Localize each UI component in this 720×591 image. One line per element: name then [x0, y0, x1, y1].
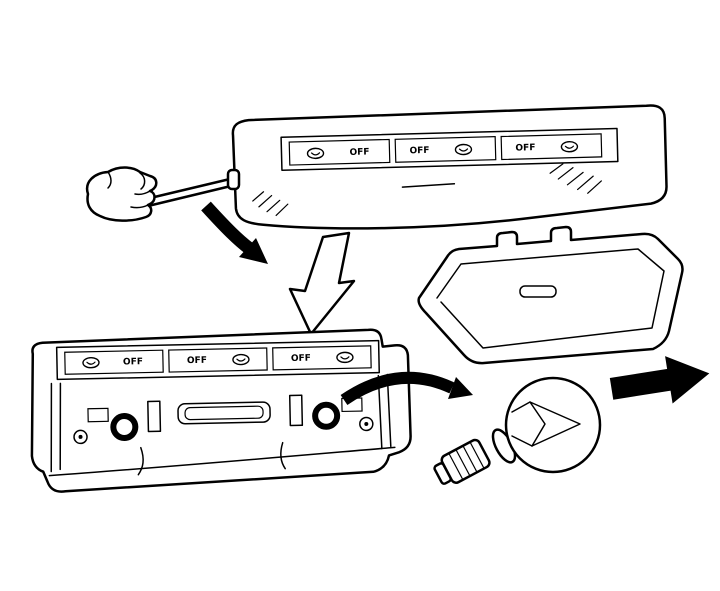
wedge-bulb — [433, 376, 602, 485]
center-opening-inner — [184, 405, 264, 421]
finger-lines — [107, 171, 151, 209]
switch-module-box — [168, 347, 268, 373]
pry-direction-arrow — [201, 201, 268, 264]
top-console: OFF OFF OFF — [231, 104, 668, 230]
reflector-line-left — [137, 446, 144, 476]
shading-hatches-right — [549, 163, 602, 194]
lens-cover — [417, 225, 684, 365]
switch-module-box — [272, 345, 372, 371]
screw-right — [359, 416, 374, 432]
lens-slot — [519, 285, 557, 298]
retainer-slot-right — [288, 394, 304, 427]
screwdriver-shaft — [144, 177, 233, 208]
bulb-filament — [511, 401, 581, 447]
bottom-switch-strip — [55, 339, 381, 381]
removal-arrow — [609, 356, 710, 404]
switch-label: OFF — [349, 147, 369, 158]
switch-module-box — [500, 133, 603, 161]
hand-with-screwdriver — [85, 166, 241, 222]
switch-module-box — [288, 138, 391, 166]
bottom-lip-line — [48, 446, 396, 477]
bulb-direction-arrow — [340, 371, 473, 405]
switch-module-box — [394, 136, 497, 163]
hand — [85, 166, 158, 222]
bulb-globe — [504, 376, 602, 474]
shading-hatches-left — [252, 191, 289, 217]
retainer-slot-left — [147, 400, 162, 433]
remove-panel-arrow — [288, 231, 356, 336]
lens-inner-contour — [436, 248, 665, 349]
switch-module: OFF — [64, 349, 164, 375]
bulb-socket-left — [110, 413, 139, 442]
switch-module: OFF — [168, 347, 268, 373]
bulb-socket-right — [312, 401, 341, 430]
center-opening — [177, 401, 271, 425]
switch-label: OFF — [515, 143, 535, 154]
switch-module-box — [64, 349, 164, 375]
panel-seam — [401, 183, 456, 188]
switch-label: OFF — [409, 146, 429, 157]
top-console-outline — [231, 104, 668, 230]
bottom-console-outline — [30, 328, 412, 493]
switch-label: OFF — [187, 356, 207, 366]
switch-label: OFF — [291, 354, 311, 364]
top-switch-strip — [280, 127, 619, 172]
switch-module: OFF — [272, 345, 372, 371]
bottom-console: OFF OFF OFF — [30, 328, 412, 493]
housing-details — [48, 373, 396, 477]
switch-module: OFF — [500, 133, 603, 161]
lens-outline — [417, 225, 684, 365]
bulb-base — [433, 438, 491, 485]
reflector-line-right — [280, 441, 286, 470]
switch-label: OFF — [123, 357, 143, 367]
small-recess-left — [87, 407, 109, 423]
screw-left — [73, 429, 88, 445]
screwdriver-tip — [226, 168, 241, 191]
switch-module: OFF — [288, 138, 391, 166]
switch-module: OFF — [394, 136, 497, 163]
